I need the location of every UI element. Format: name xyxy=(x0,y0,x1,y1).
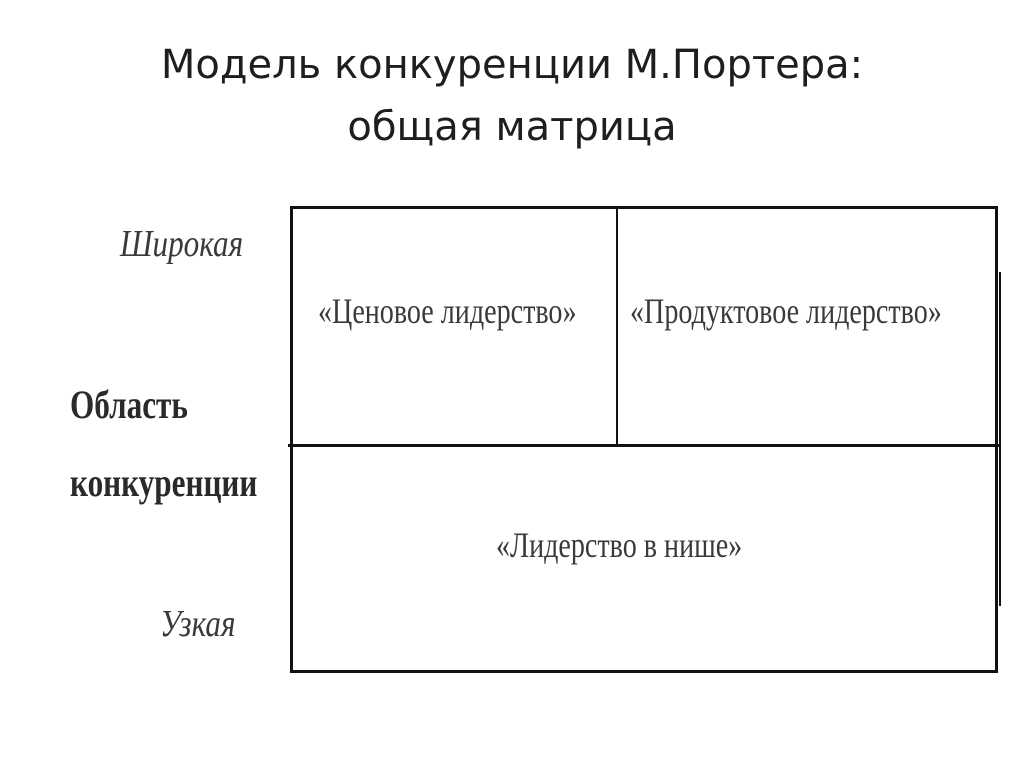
slide-title-line-2: общая матрица xyxy=(347,104,677,150)
slide-title: Модель конкуренции М.Портера: общая матр… xyxy=(0,34,1024,158)
axis-title: Область конкуренции xyxy=(70,366,257,522)
matrix-border-bottom xyxy=(290,670,998,673)
axis-title-line-2: конкуренции xyxy=(70,460,258,505)
axis-title-line-1: Область xyxy=(70,382,188,427)
matrix-border-left xyxy=(290,206,293,673)
matrix-border-top xyxy=(290,206,998,209)
matrix-divider-vertical xyxy=(616,206,618,446)
cell-product-leadership: «Продуктовое лидерство» xyxy=(630,291,942,331)
slide-title-line-1: Модель конкуренции М.Портера: xyxy=(160,42,864,88)
matrix-divider-horizontal xyxy=(288,444,1000,447)
axis-label-narrow: Узкая xyxy=(160,603,236,645)
cell-price-leadership: «Ценовое лидерство» xyxy=(318,291,577,331)
matrix-border-right-shadow xyxy=(999,272,1001,606)
matrix-border-right xyxy=(995,206,998,673)
cell-niche-leadership: «Лидерство в нише» xyxy=(496,525,743,565)
axis-label-broad: Широкая xyxy=(120,223,244,265)
